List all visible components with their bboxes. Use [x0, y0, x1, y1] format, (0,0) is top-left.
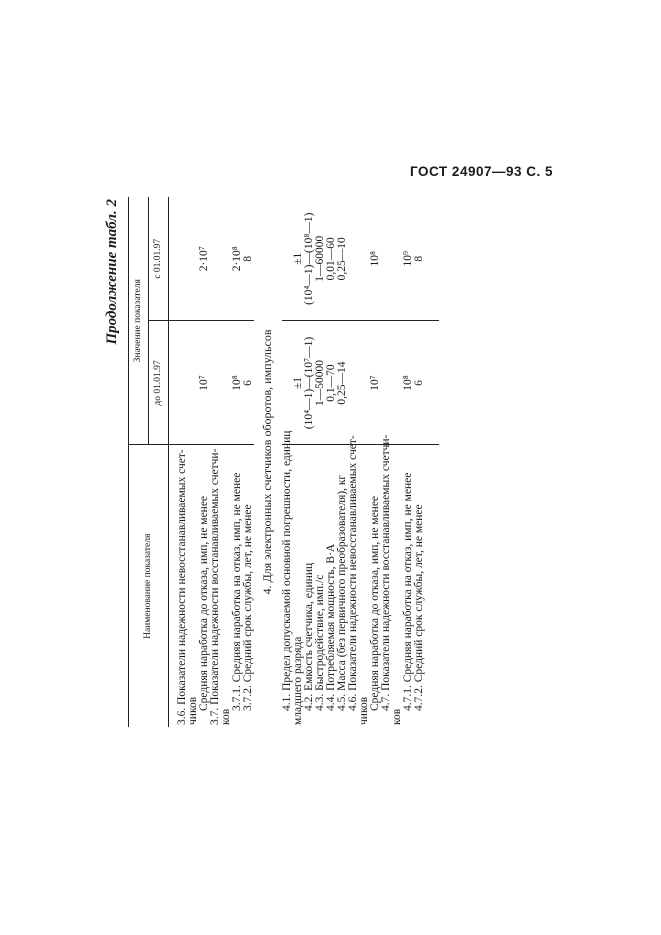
cell-value	[177, 322, 188, 445]
cell-value: 8	[242, 255, 254, 262]
cell-value: 10⁸	[369, 250, 381, 267]
cell-value	[348, 322, 359, 445]
cell-value: 10⁷	[369, 375, 381, 391]
cell-value: 0,25—10	[336, 237, 348, 281]
cell-value	[348, 197, 359, 321]
row-label: 4.7. Показатели надежности восстанавлива…	[380, 434, 392, 711]
column-header-after: с 01.01.97	[148, 196, 169, 321]
cell-value	[210, 197, 221, 321]
group2-before: ±1 (10⁴—1)—(10⁷—1) 1—50000 0,1—70 0,25—1…	[282, 321, 439, 445]
indicators-table: Наименование показателя Значение показат…	[128, 196, 439, 727]
cell-value: 6	[413, 380, 425, 386]
row-label: 4.6. Показатели надежности невосстанавли…	[347, 435, 359, 711]
group2-after: ±1 (10⁴—1)—(10⁸—1) 1—60000 0,01—60 0,25—…	[282, 197, 439, 321]
row-label: 3.6. Показатели надежности невосстанавли…	[176, 449, 188, 725]
column-header-name: Наименование показателя	[128, 445, 169, 727]
table-caption: Продолжение табл. 2	[104, 199, 120, 345]
group1-after: 2·10⁷ 2·10⁸ 8	[169, 197, 254, 321]
cell-value: 8	[413, 255, 425, 262]
cell-value	[210, 322, 221, 445]
cell-value: 0,25—14	[336, 361, 348, 405]
rotated-table-block: Продолжение табл. 2 Наименование показат…	[104, 196, 439, 727]
cell-value: 2·10⁷	[198, 246, 210, 272]
cell-value: 6	[242, 380, 254, 386]
section-heading-text: 4. Для электронных счетчиков оборотов, и…	[260, 329, 274, 595]
column-header-before: до 01.01.97	[148, 321, 169, 445]
cell-value	[381, 197, 392, 321]
row-label: 3.7. Показатели надежности восстанавлива…	[209, 448, 221, 725]
section-heading: 4. Для электронных счетчиков оборотов, и…	[254, 197, 282, 727]
group1-before: 10⁷ 10⁸ 6	[168, 321, 254, 445]
cell-value	[177, 197, 188, 321]
group1-names: 3.6. Показатели надежности невосстанавли…	[168, 445, 254, 727]
page-header: ГОСТ 24907—93 С. 5	[410, 164, 553, 179]
group2-names: 4.1. Предел допускаемой основной погрешн…	[281, 431, 439, 727]
cell-value	[381, 322, 392, 445]
column-header-value: Значение показателя	[128, 196, 149, 445]
table-row: 4.1. Предел допускаемой основной погрешн…	[281, 197, 439, 727]
cell-value: 10⁷	[198, 375, 210, 391]
table-row: 3.6. Показатели надежности невосстанавли…	[168, 197, 254, 727]
section-heading-row: 4. Для электронных счетчиков оборотов, и…	[254, 197, 282, 727]
row-label: 3.7.2. Средний срок службы, лет, не мене…	[242, 504, 254, 711]
row-label: 4.7.2. Средний срок службы, лет, не мене…	[413, 504, 425, 711]
